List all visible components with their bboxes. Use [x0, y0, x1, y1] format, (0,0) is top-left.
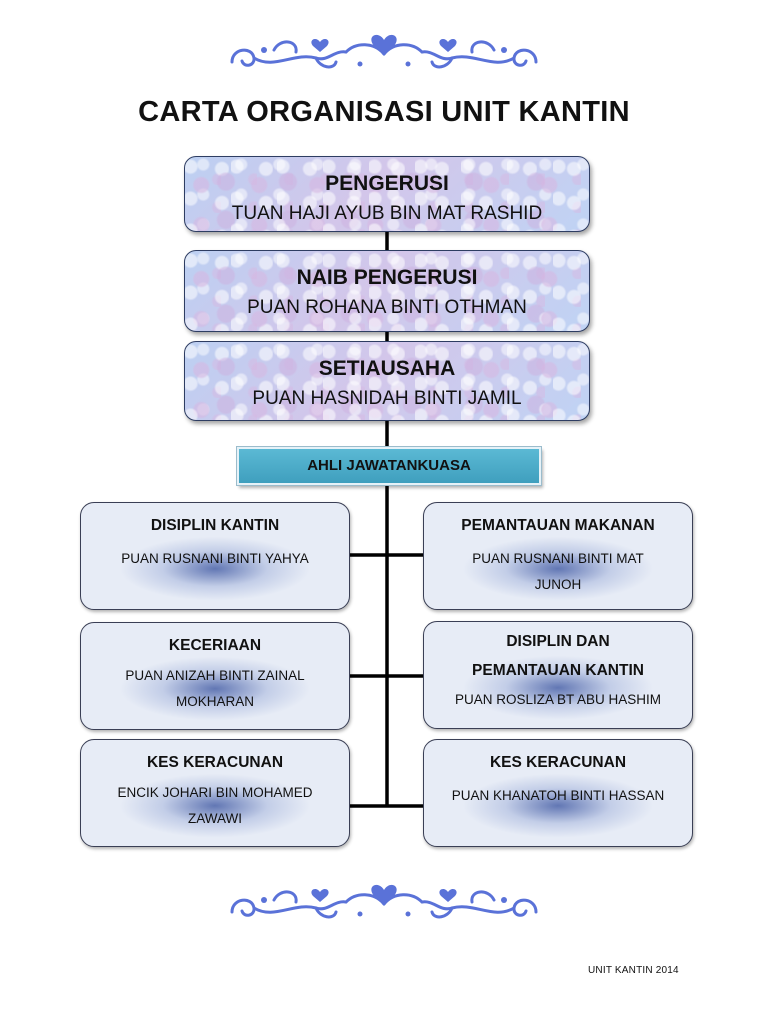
- lead-box-pengerusi: PENGERUSI TUAN HAJI AYUB BIN MAT RASHID: [184, 156, 590, 232]
- committee-title: DISIPLIN DAN PEMANTAUAN KANTIN: [472, 633, 644, 679]
- footer-note: UNIT KANTIN 2014: [588, 965, 679, 976]
- committee-header: AHLI JAWATANKUASA: [236, 446, 542, 486]
- committee-title: KECERIAAN: [168, 637, 262, 654]
- committee-box-disiplin-kantin: DISIPLIN KANTIN PUAN RUSNANI BINTI YAHYA: [80, 502, 350, 610]
- committee-person: ENCIK JOHARI BIN MOHAMED ZAWAWI: [117, 785, 313, 826]
- role-title: NAIB PENGERUSI: [296, 266, 478, 289]
- committee-box-disiplin-dan-pemantauan-kantin: DISIPLIN DAN PEMANTAUAN KANTIN PUAN ROSL…: [423, 621, 693, 729]
- committee-person: PUAN ROSLIZA BT ABU HASHIM: [454, 692, 662, 707]
- lead-box-setiausaha: SETIAUSAHA PUAN HASNIDAH BINTI JAMIL: [184, 341, 590, 421]
- committee-box-kes-keracunan-right: KES KERACUNAN PUAN KHANATOH BINTI HASSAN: [423, 739, 693, 847]
- person-name: PUAN HASNIDAH BINTI JAMIL: [252, 388, 522, 409]
- committee-title: KES KERACUNAN: [146, 754, 284, 771]
- ornament-bottom: [230, 884, 538, 919]
- committee-person: PUAN ANIZAH BINTI ZAINAL MOKHARAN: [125, 668, 305, 709]
- lead-box-naib-pengerusi: NAIB PENGERUSI PUAN ROHANA BINTI OTHMAN: [184, 250, 590, 332]
- committee-box-keceriaan: KECERIAAN PUAN ANIZAH BINTI ZAINAL MOKHA…: [80, 622, 350, 730]
- page-title: CARTA ORGANISASI UNIT KANTIN: [138, 96, 630, 128]
- committee-title: KES KERACUNAN: [489, 754, 627, 771]
- committee-box-pemantauan-makanan: PEMANTAUAN MAKANAN PUAN RUSNANI BINTI MA…: [423, 502, 693, 610]
- committee-person: PUAN RUSNANI BINTI YAHYA: [121, 551, 309, 566]
- role-title: PENGERUSI: [325, 172, 449, 195]
- committee-title: DISIPLIN KANTIN: [150, 517, 280, 534]
- person-name: PUAN ROHANA BINTI OTHMAN: [247, 297, 527, 318]
- role-title: SETIAUSAHA: [318, 357, 456, 380]
- committee-box-kes-keracunan-left: KES KERACUNAN ENCIK JOHARI BIN MOHAMED Z…: [80, 739, 350, 847]
- committee-person: PUAN KHANATOH BINTI HASSAN: [451, 788, 665, 803]
- ornament-top: [230, 34, 538, 69]
- committee-title: PEMANTAUAN MAKANAN: [461, 517, 655, 534]
- person-name: TUAN HAJI AYUB BIN MAT RASHID: [231, 203, 543, 224]
- committee-person: PUAN RUSNANI BINTI MAT JUNOH: [472, 551, 644, 592]
